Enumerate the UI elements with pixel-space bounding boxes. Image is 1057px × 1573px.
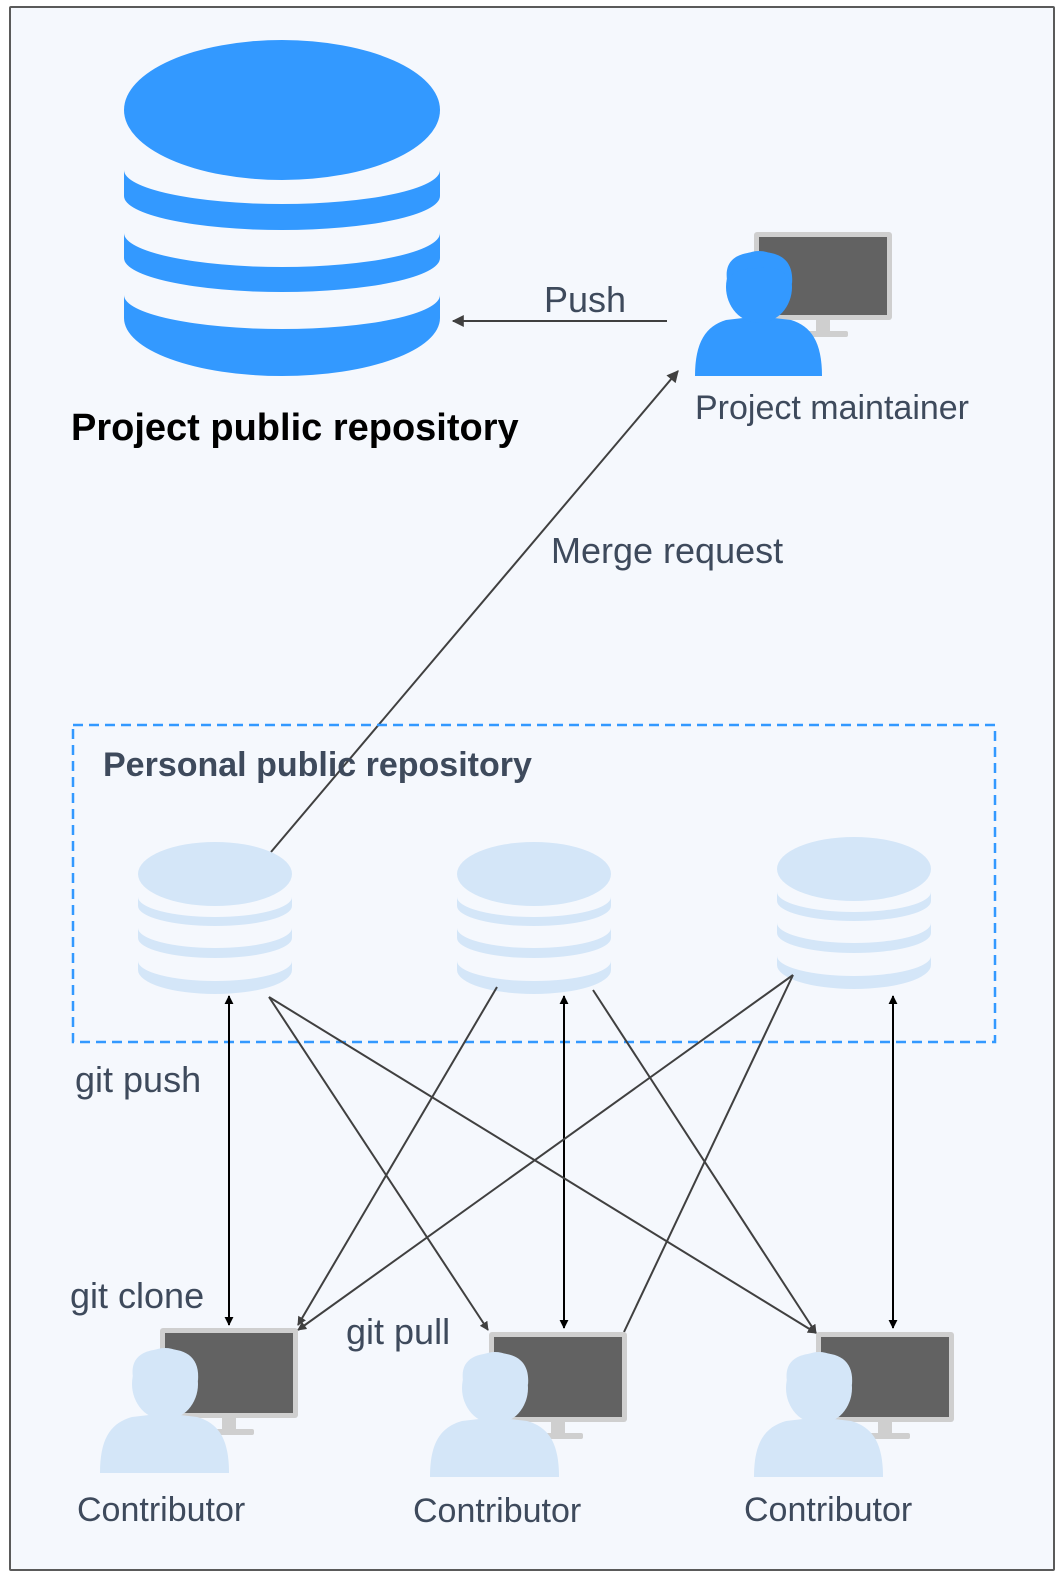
pull-line-contributor2-to-repo3 [623,974,794,1333]
pull-arrow-repo1-to-contributor3 [268,996,817,1334]
pull-arrow-repo3-to-contributor1 [297,974,794,1331]
merge-request-label: Merge request [551,530,783,571]
maintainer-user-computer-icon [695,232,892,376]
personal-repo-group [71,723,997,1044]
contributor-person-icon [430,1352,559,1477]
git-clone-label: git clone [70,1275,204,1316]
contributor-user-computer-icon [100,1328,298,1473]
contributor-person-icon [100,1348,229,1473]
push-label: Push [544,279,626,320]
personal-repo-database-icon [138,842,292,994]
personal-repo-label: Personal public repository [103,746,532,784]
contributor-person-icon [754,1352,883,1477]
maintainer-person-icon [695,251,822,376]
personal-repo-database-icon [457,842,611,994]
pull-arrow-repo1-to-contributor2 [268,996,489,1331]
git-pull-label: git pull [346,1311,450,1352]
contributor-label: Contributor [744,1491,912,1529]
contributor-label: Contributor [413,1492,581,1530]
contributor-user-computer-icon [754,1332,954,1477]
project-repo-database-icon [124,40,440,376]
maintainer-label: Project maintainer [695,389,969,427]
git-pull-arrows [268,974,817,1334]
pull-arrow-repo2-to-contributor1 [297,986,498,1326]
contributor-user-computer-icon [430,1332,627,1477]
merge-request-arrow [270,370,679,853]
personal-repo-database-icon [777,837,931,989]
git-push-label: git push [75,1059,201,1100]
contributor-label: Contributor [77,1491,245,1529]
project-repo-label: Project public repository [71,407,519,449]
